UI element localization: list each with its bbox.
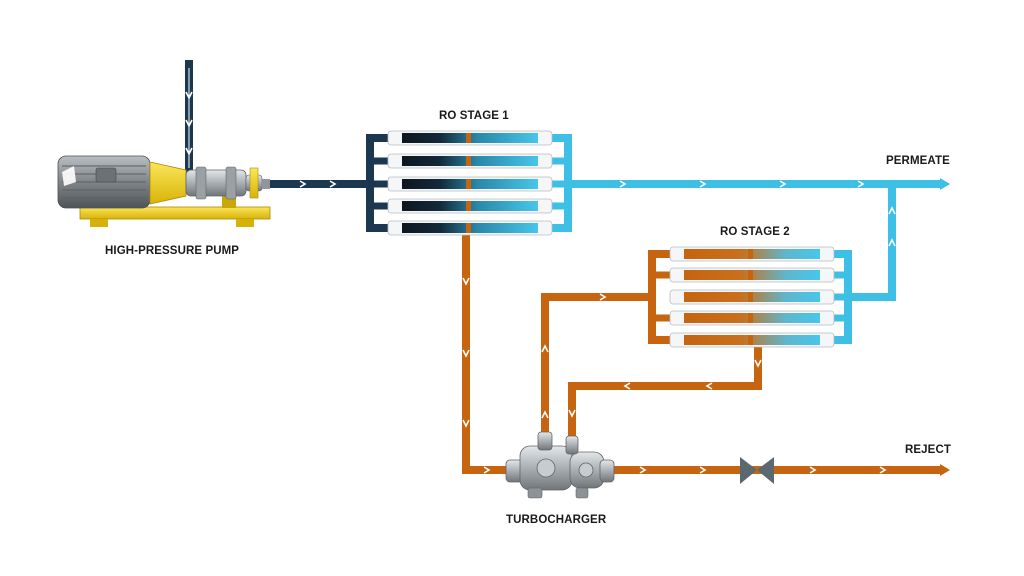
ro1-membrane-3 xyxy=(387,176,553,192)
reject-label: REJECT xyxy=(905,444,951,456)
ro2-feed-manifold xyxy=(648,250,670,344)
ro2-brine-return xyxy=(568,344,762,440)
ro-stage-2-label: RO STAGE 2 xyxy=(720,226,790,238)
ro1-membrane-1 xyxy=(387,130,553,146)
high-pressure-pump-icon xyxy=(57,155,271,227)
permeate-label: PERMEATE xyxy=(886,155,950,167)
flow-arrows xyxy=(185,91,896,474)
ro-stage-2-array xyxy=(669,246,835,348)
ro2-membrane-3 xyxy=(669,289,835,305)
reject-valve-icon xyxy=(740,457,774,484)
permeate-arrowhead xyxy=(940,178,950,190)
ro-stage-1-array xyxy=(387,130,553,236)
ro1-membrane-2 xyxy=(387,153,553,169)
reject-arrowhead xyxy=(940,464,950,476)
ro2-membrane-1 xyxy=(669,246,835,262)
ro2-membrane-2 xyxy=(669,267,835,283)
turbo-to-ro2-feed xyxy=(541,293,652,440)
turbocharger-label: TURBOCHARGER xyxy=(506,514,607,526)
turbocharger-icon xyxy=(505,431,615,499)
ro1-membrane-5 xyxy=(387,220,553,236)
pump-label: HIGH-PRESSURE PUMP xyxy=(105,245,240,257)
permeate-pipes xyxy=(552,134,950,344)
ro-stage-1-label: RO STAGE 1 xyxy=(439,110,509,122)
ro2-permeate-riser xyxy=(848,184,896,301)
ro1-brine-to-turbo xyxy=(462,232,510,474)
ro2-membrane-5 xyxy=(669,332,835,348)
ro1-membrane-4 xyxy=(387,198,553,214)
feed-pipes xyxy=(185,60,388,232)
ro2-membrane-4 xyxy=(669,310,835,326)
